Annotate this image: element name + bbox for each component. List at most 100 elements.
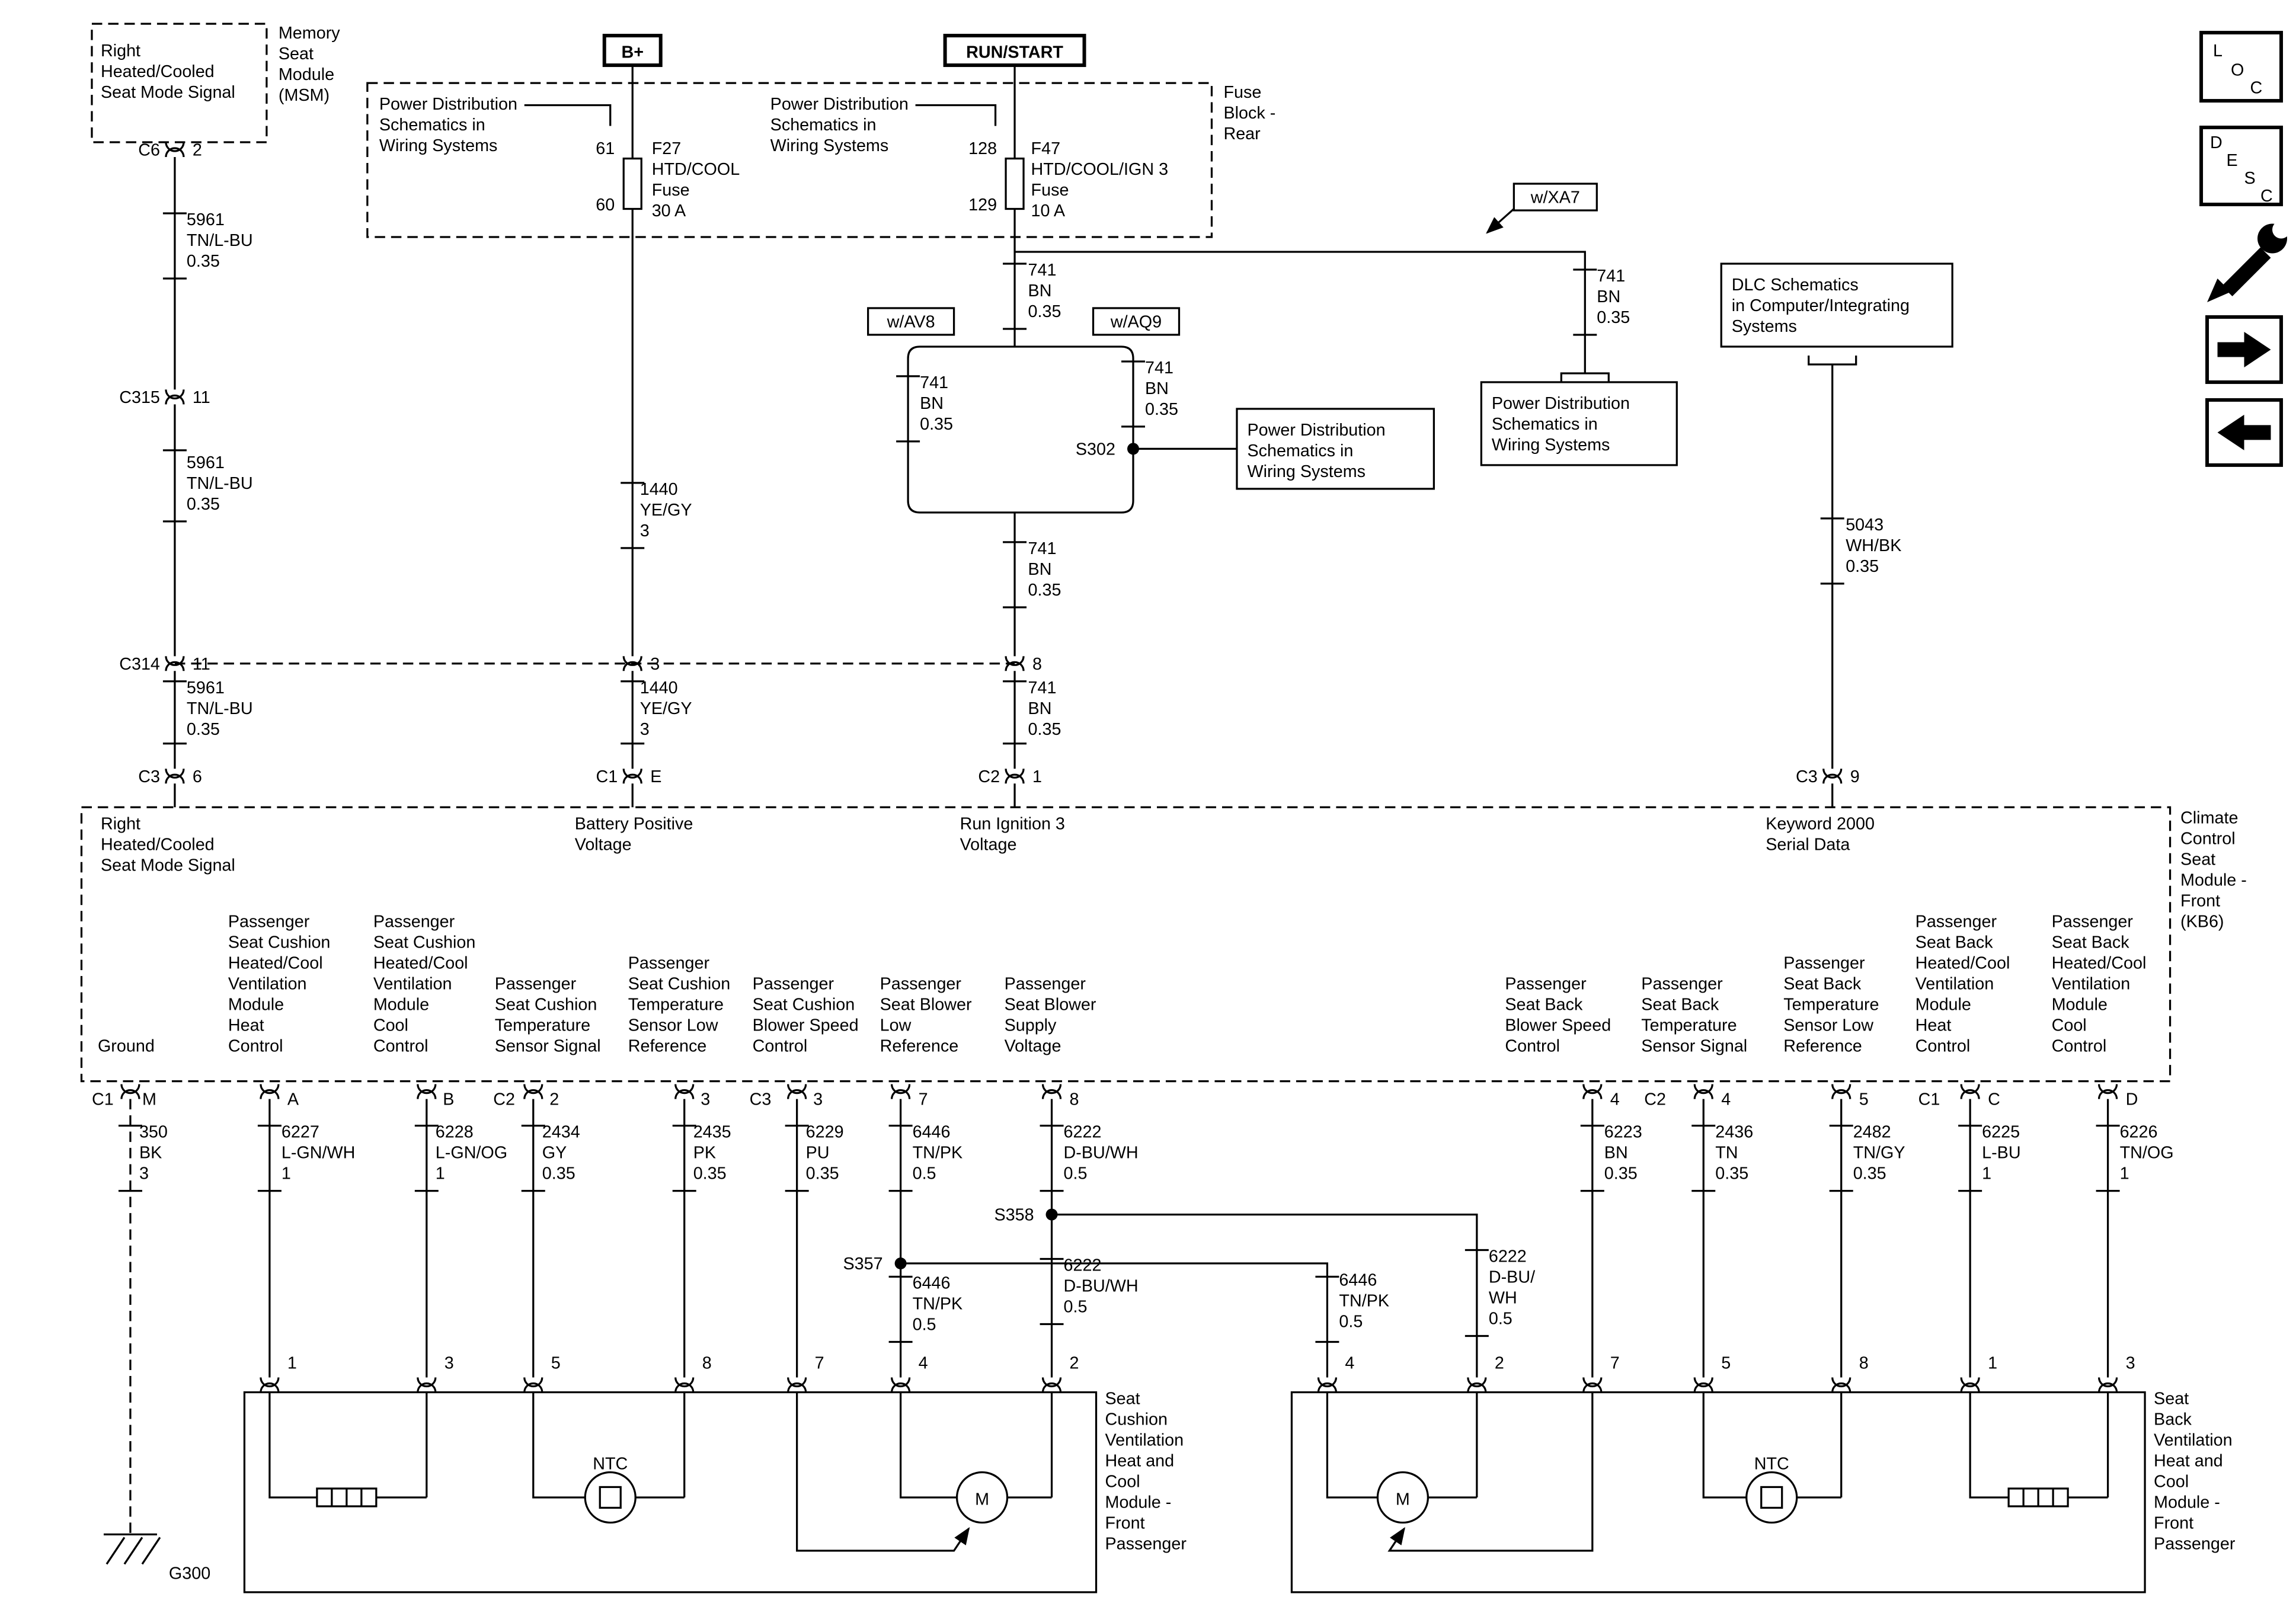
pin-label: C1 — [92, 1090, 114, 1109]
power-feed-boxes — [602, 34, 1086, 68]
wire-label: 6228 — [436, 1123, 474, 1142]
serial-data-wire — [1808, 355, 1857, 808]
wire-label: 0.35 — [187, 252, 220, 271]
connector-symbol — [622, 656, 642, 671]
loc-letter: L — [2213, 41, 2223, 60]
module-pin-function: Ground — [98, 1037, 155, 1056]
module-pin-function: Cool — [2052, 1016, 2087, 1035]
module-pin-function: Low — [880, 1016, 912, 1035]
pin-label: C2 — [493, 1090, 515, 1109]
motor-control-arrow-right — [1387, 1392, 1594, 1552]
module-name: Module - — [2180, 871, 2247, 890]
module-pin-function: Passenger — [628, 954, 710, 973]
connector-symbol — [1822, 769, 1843, 784]
module-pin-function: Module — [228, 996, 284, 1014]
wire-label: 0.35 — [1028, 581, 1061, 600]
wire-label: 5961 — [187, 210, 225, 229]
wire-label: TN/PK — [913, 1295, 963, 1314]
run-start-box — [943, 34, 1086, 68]
wire-label: BN — [1145, 379, 1169, 398]
seat-module-name: Cool — [1105, 1472, 1140, 1491]
power-note: Wiring Systems — [379, 136, 498, 155]
module-pin-function: Heated/Cool — [1916, 954, 2010, 973]
module-pin-function: Passenger — [1916, 913, 1997, 932]
desc-button[interactable] — [2199, 126, 2284, 207]
pin-label: 2 — [1070, 1354, 1079, 1373]
fuse-name: Fuse — [652, 181, 690, 200]
fuse-block-name: Block - — [1223, 104, 1275, 123]
connector-symbol — [787, 1377, 807, 1393]
seat-module-name: Heat and — [2154, 1451, 2223, 1470]
components — [316, 1471, 2069, 1524]
pin-label: C2 — [1644, 1090, 1666, 1109]
loc-letter: C — [2250, 79, 2263, 98]
connector-symbol — [2097, 1084, 2118, 1099]
dlc-note: in Computer/Integrating — [1732, 296, 1910, 315]
module-pin-function: Ventilation — [1916, 975, 1994, 994]
module-name: Climate — [2180, 809, 2238, 828]
dashed-wires — [129, 663, 1015, 1535]
wire-label: 0.5 — [1489, 1310, 1512, 1329]
module-pin-function: Reference — [1783, 1037, 1862, 1056]
forward-button-frame[interactable] — [2205, 315, 2284, 384]
pin-label: 4 — [1345, 1354, 1354, 1373]
module-pin-function: Temperature — [628, 996, 724, 1014]
connector-symbol — [1005, 656, 1025, 671]
forward-button[interactable] — [2205, 315, 2284, 384]
module-pin-function: Seat Back — [1505, 996, 1583, 1014]
connector-symbol — [1831, 1084, 1851, 1099]
wire-label: YE/GY — [640, 501, 692, 520]
module-pin-function: Control — [373, 1037, 428, 1056]
wire-label: TN/GY — [1853, 1144, 1905, 1163]
wire-label: YE/GY — [640, 699, 692, 718]
msm-name: Memory — [279, 24, 340, 43]
seat-module-name: Heat and — [1105, 1451, 1175, 1470]
module-pin-function: Passenger — [880, 975, 962, 994]
seat-module-name: Back — [2154, 1410, 2192, 1429]
wire-label: 1 — [282, 1164, 291, 1183]
wire-label: 0.35 — [1145, 400, 1178, 419]
solid-boxes — [243, 157, 2146, 1593]
module-pin-function: Seat Cushion — [495, 996, 597, 1014]
connector-pin: 11 — [193, 388, 210, 407]
s302-note-box — [1236, 408, 1435, 490]
fuse-name: F27 — [652, 139, 682, 158]
wire-label: D-BU/WH — [1064, 1144, 1139, 1163]
xa7-option-box — [1512, 183, 1598, 212]
module-pin-function: Keyword 2000 — [1766, 815, 1875, 834]
wire-label: 5961 — [187, 453, 225, 472]
module-pin-function: Control — [1505, 1037, 1560, 1056]
wire-label: TN/PK — [1339, 1292, 1389, 1311]
pin-label: 8 — [1070, 1090, 1079, 1109]
connector-symbol — [1960, 1377, 1980, 1393]
msm-name: Seat — [279, 44, 314, 63]
ntc-sensor-right — [1745, 1471, 1798, 1524]
back-button[interactable] — [2205, 398, 2284, 467]
loc-button[interactable] — [2199, 31, 2284, 103]
desc-letter: C — [2260, 187, 2273, 206]
xa7-staple — [1560, 372, 1610, 382]
module-pin-function: Seat Back — [2052, 933, 2130, 952]
fuse-name: 10 A — [1031, 201, 1066, 220]
connector-symbol — [890, 1084, 911, 1099]
pin-label: D — [2126, 1090, 2138, 1109]
wire-label: WH/BK — [1846, 536, 1901, 555]
xa7-note-box — [1480, 381, 1678, 466]
wire-label: BN — [1597, 287, 1620, 306]
wrench-arrow-icon[interactable] — [2207, 220, 2291, 302]
module-pin-function: Cool — [373, 1016, 408, 1035]
fuse-pin: 60 — [596, 196, 615, 215]
desc-letter: S — [2244, 169, 2256, 188]
back-button-frame[interactable] — [2205, 398, 2284, 467]
pin-label: C — [1988, 1090, 2000, 1109]
wire-label: 0.5 — [1064, 1298, 1088, 1317]
wire-label: 0.35 — [693, 1164, 727, 1183]
module-pin-function: Seat Back — [1641, 996, 1719, 1014]
wire-label: PK — [693, 1144, 716, 1163]
dashed-boxes — [80, 23, 2172, 1083]
seat-module-name: Module - — [2154, 1493, 2220, 1512]
b-plus-box — [602, 34, 663, 68]
seat-module-name: Seat — [1105, 1389, 1140, 1408]
connector-symbol — [1005, 769, 1025, 784]
